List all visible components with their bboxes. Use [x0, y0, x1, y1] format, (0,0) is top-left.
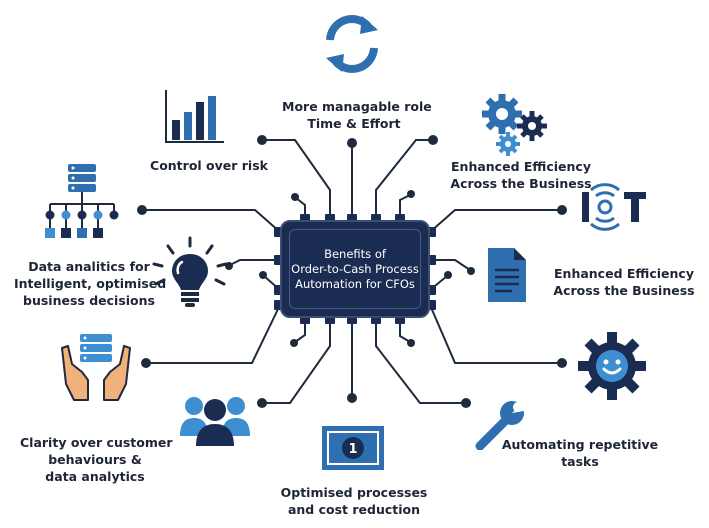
users-group-icon [180, 397, 250, 446]
node-dot [461, 398, 471, 408]
risk-label: Control over risk [150, 158, 268, 173]
node-dot [291, 193, 299, 201]
document-icon [488, 248, 526, 302]
center-title-line: Automation for CFOs [295, 276, 415, 291]
center-chip: Benefits of Order-to-Cash Process Automa… [280, 220, 430, 318]
node-dot [557, 358, 567, 368]
chip-inner-border [289, 229, 421, 309]
wire-top-right [399, 194, 411, 220]
wrench-icon [475, 399, 529, 450]
center-title-line: Benefits of [324, 246, 386, 261]
automating-label: Automating repetitive tasks [501, 437, 659, 469]
center-title-line: Order-to-Cash Process [291, 261, 419, 276]
gears-icon [482, 94, 547, 156]
refresh-cycle-icon [326, 15, 378, 73]
node-dot [259, 271, 267, 279]
data-analytics-label: Data analitics for Intelligent, optimise… [14, 259, 167, 308]
center-title: Benefits of Order-to-Cash Process Automa… [286, 247, 424, 292]
wire-team [264, 318, 331, 404]
node-dot [407, 339, 415, 347]
iot-icon [582, 183, 646, 231]
lightbulb-icon [152, 236, 228, 307]
node-dot [290, 339, 298, 347]
node-dot [257, 398, 267, 408]
node-dot [467, 267, 475, 275]
role-label: More managable role Time & Effort [282, 99, 432, 131]
wire-doc [430, 259, 471, 271]
cost-label: Optimised processes and cost reduction [280, 485, 428, 517]
node-dot [557, 205, 567, 215]
node-dot [407, 190, 415, 198]
clarity-label: Clarity over customer behaviours & data … [20, 435, 173, 484]
hands-database-icon [61, 334, 131, 401]
wire-data [142, 209, 281, 233]
wire-clarity [146, 304, 281, 364]
wire-wrench [375, 318, 464, 404]
wire-risk [262, 139, 331, 220]
wire-gears [375, 139, 433, 220]
efficiency-doc-label: Enhanced Efficiency Across the Business [553, 266, 695, 298]
bar-chart-icon [165, 90, 224, 143]
node-dot [428, 135, 438, 145]
node-dot [137, 205, 147, 215]
node-dot [347, 138, 357, 148]
gear-smile-icon [578, 332, 646, 400]
node-dot [347, 393, 357, 403]
banknote-number: 1 [348, 442, 357, 457]
wire-iot [429, 209, 560, 233]
wire-bulb [229, 259, 280, 266]
node-dot [444, 271, 452, 279]
banknote-icon: 1 [322, 426, 384, 470]
efficiency-gears-label: Enhanced Efficiency Across the Business [450, 159, 592, 191]
node-dot [257, 135, 267, 145]
node-dot [141, 358, 151, 368]
wire-automation [429, 304, 560, 364]
database-network-icon [45, 164, 119, 238]
